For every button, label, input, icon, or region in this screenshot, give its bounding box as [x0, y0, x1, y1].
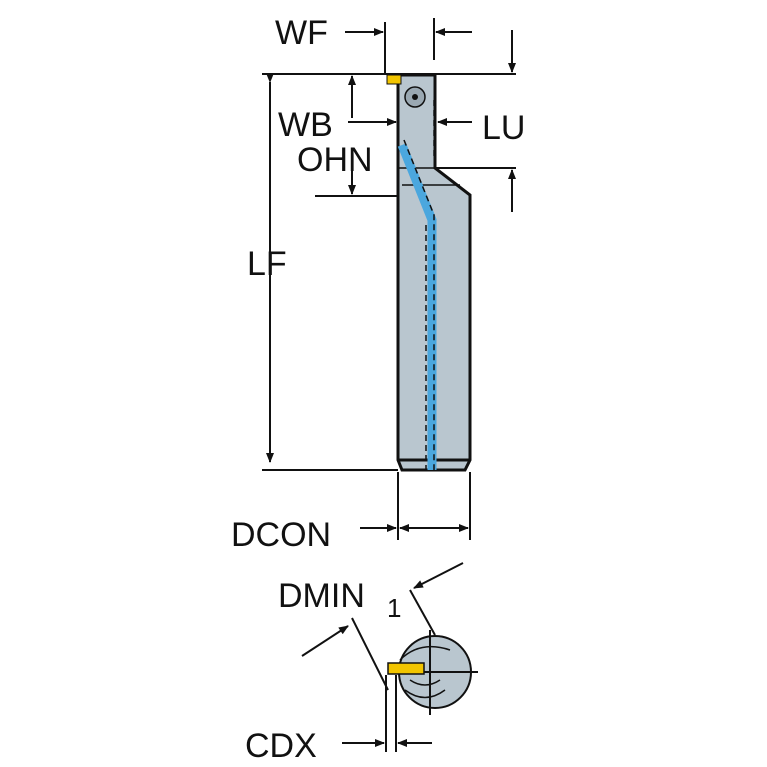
label-dmin: DMIN: [278, 577, 365, 615]
label-wf: WF: [275, 14, 328, 52]
label-wb: WB: [278, 106, 333, 144]
coolant-channel: [397, 143, 437, 470]
boring-bar-side-view: [386, 73, 472, 472]
end-view: [301, 562, 478, 752]
label-dmin-subscript: 1: [387, 593, 401, 623]
label-lf: LF: [247, 245, 287, 283]
insert-end: [387, 662, 425, 675]
insert: [386, 74, 402, 85]
label-dcon: DCON: [231, 516, 331, 554]
label-ohn: OHN: [297, 141, 373, 179]
dimension-lines: [262, 18, 516, 540]
label-lu: LU: [482, 109, 525, 147]
label-cdx: CDX: [245, 727, 317, 765]
